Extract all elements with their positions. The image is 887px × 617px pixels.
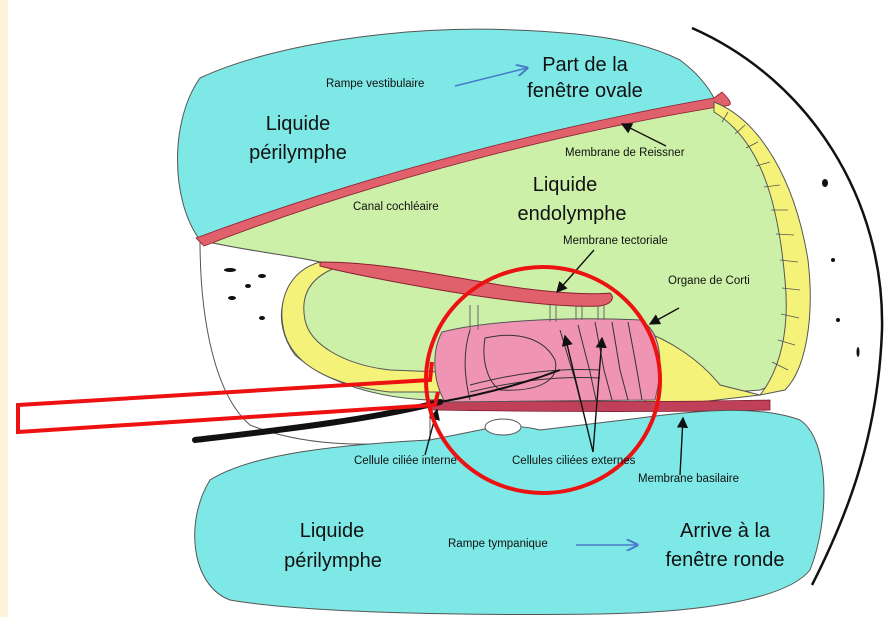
label-membrane-reissner: Membrane de Reissner [565,147,685,160]
label-arrive-2: fenêtre ronde [655,549,795,572]
label-membrane-basilaire: Membrane basilaire [638,473,739,486]
label-liquide-top-2: périlymphe [248,142,348,165]
label-liquide-top-1: Liquide [258,113,338,136]
label-cellule-interne: Cellule ciliée interne [354,455,457,468]
label-part-fenetre-2: fenêtre ovale [521,80,649,103]
label-part-fenetre-1: Part de la [521,54,649,77]
label-membrane-tectoriale: Membrane tectoriale [563,235,668,248]
label-endo-1: Liquide [520,174,610,197]
label-arrive-1: Arrive à la [655,520,795,543]
label-cellules-externes: Cellules ciliées externes [512,455,635,468]
label-rampe-tympanique: Rampe tympanique [448,538,548,551]
scala-tympani [195,410,824,614]
label-organe-corti: Organe de Corti [668,275,750,288]
label-canal-cochleaire: Canal cochléaire [353,201,439,214]
tunnel-space [485,419,521,435]
label-endo-2: endolymphe [510,203,634,226]
organ-of-corti [435,319,660,402]
label-liquide-bot-2: périlymphe [281,550,385,573]
label-liquide-bot-1: Liquide [292,520,372,543]
label-rampe-vestibulaire: Rampe vestibulaire [326,78,424,91]
